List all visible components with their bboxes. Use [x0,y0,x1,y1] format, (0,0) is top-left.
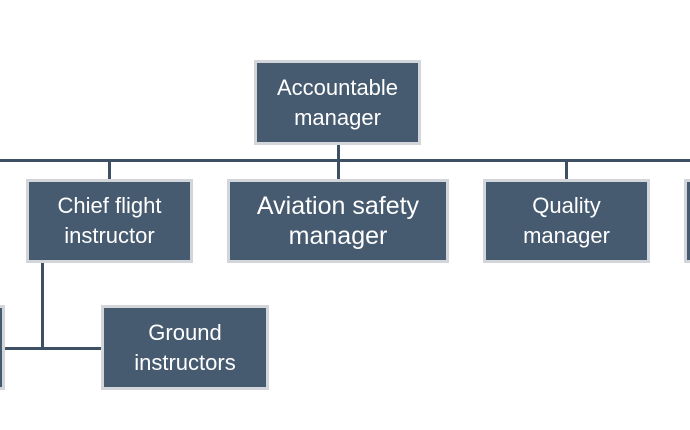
connector-horizontal-bar [0,159,690,162]
connector-chief-down [41,262,44,350]
accountable-manager-box: Accountable manager [254,60,421,145]
ground-instructors-box: Ground instructors [101,305,269,390]
offscreen-right-box [684,179,690,263]
quality-manager-box: Quality manager [483,179,650,263]
connector-drop-safety [337,159,340,180]
connector-drop-chief [108,159,111,180]
connector-sub-horizontal [0,347,102,350]
aviation-safety-manager-box: Aviation safety manager [227,179,449,263]
connector-drop-quality [565,159,568,180]
chief-flight-instructor-box: Chief flight instructor [26,179,193,263]
offscreen-left-box [0,305,5,390]
connector-top-vertical [337,144,340,162]
